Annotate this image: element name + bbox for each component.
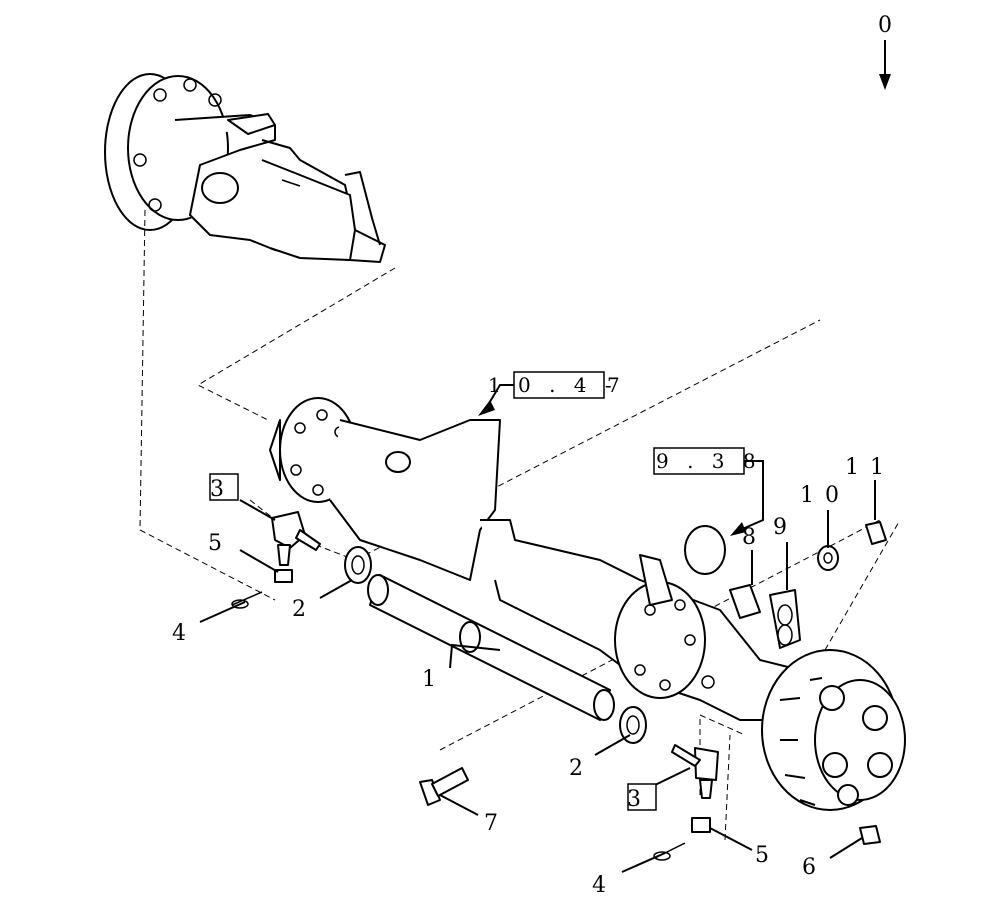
reference-box: [513, 371, 605, 399]
reference-10-4-7: 1 0 . 4 - 7: [478, 371, 626, 416]
callout-8: 8: [742, 525, 758, 550]
arrow-icon: [478, 400, 495, 416]
callout-3b: 3: [627, 787, 643, 812]
pivot-pins: [367, 574, 615, 721]
callout-box-3b: [627, 783, 657, 811]
reference-boxed: 9 . 3 8: [656, 449, 762, 473]
callout-2b: 2: [569, 756, 585, 781]
reference-suffix: 7: [607, 373, 626, 397]
callout-labels: 3 5 4 2 1 2 3 4 5 6 7 8 9 1 0 1 1: [172, 455, 886, 898]
wheel-hub: [761, 649, 906, 811]
callout-5b: 5: [755, 843, 771, 868]
callout-box-3a: [209, 473, 239, 501]
callout-11: 1 1: [845, 455, 886, 480]
tie-rod-ends: [271, 511, 719, 799]
callout-6: 6: [802, 855, 818, 880]
callout-9: 9: [773, 515, 789, 540]
reference-boxed: 0 . 4 -: [518, 373, 618, 397]
direction-label: 0: [878, 13, 894, 38]
bushings: [344, 546, 647, 744]
castle-nuts: [274, 569, 711, 833]
axle-housing: [269, 397, 801, 721]
callout-7: 7: [484, 811, 500, 836]
leader-lines: [199, 480, 876, 873]
callout-1: 1: [422, 667, 438, 692]
callout-10: 1 0: [800, 483, 841, 508]
callout-4b: 4: [592, 873, 608, 898]
upper-housing-assembly: [104, 73, 386, 263]
direction-marker: 0: [878, 13, 894, 90]
callout-4a: 4: [172, 621, 188, 646]
callout-2a: 2: [292, 597, 308, 622]
wheel-nut: [859, 825, 881, 845]
arrow-down-icon: [879, 74, 891, 90]
callout-3a: 3: [210, 477, 226, 502]
arrow-icon: [730, 522, 746, 536]
reference-9-38: 9 . 3 8: [653, 447, 764, 536]
reference-prefix: 1: [488, 373, 507, 397]
plate-and-seals: [729, 521, 887, 649]
callout-5a: 5: [208, 531, 224, 556]
bolt: [419, 767, 469, 806]
